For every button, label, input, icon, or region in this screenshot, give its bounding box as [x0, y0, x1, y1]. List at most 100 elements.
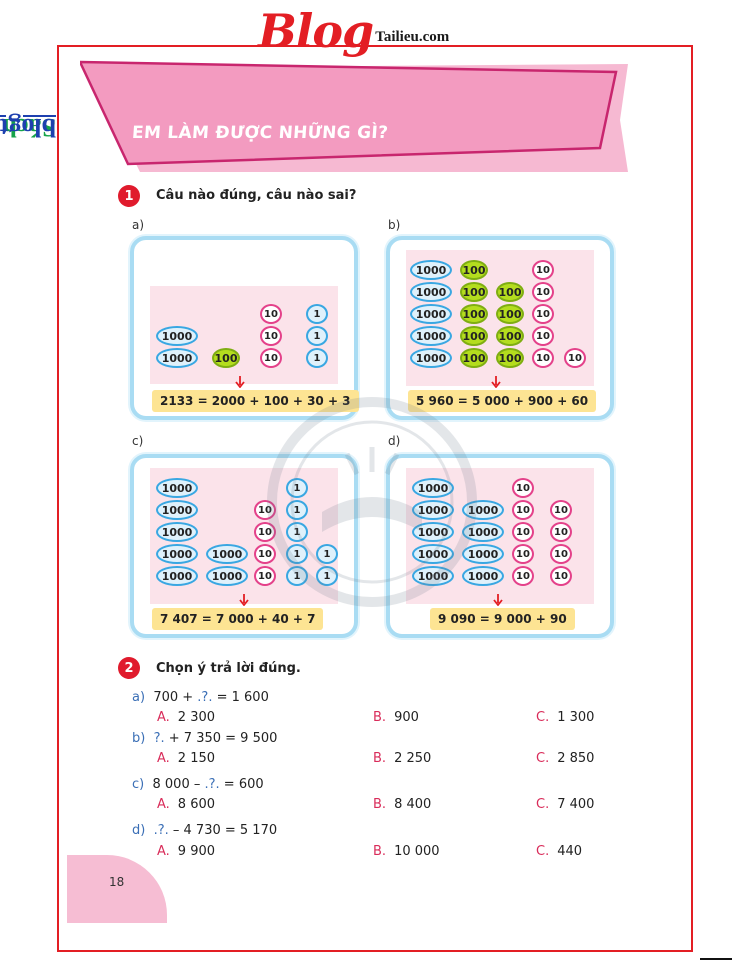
item-pre: 8 000 –	[152, 777, 205, 792]
chip-hundred: 100	[496, 348, 524, 368]
chip-hundred: 100	[496, 282, 524, 302]
chip-thousand: 1000	[462, 544, 504, 564]
panel-c-arrow-icon	[239, 594, 249, 606]
chip-thousand: 1000	[156, 544, 198, 564]
option-2b-C[interactable]: C.2 850	[536, 751, 595, 766]
chip-ten: 10	[260, 326, 282, 346]
chip-one: 1	[316, 566, 338, 586]
chip-hundred: 100	[460, 326, 488, 346]
chip-thousand: 1000	[462, 522, 504, 542]
chip-ten: 10	[550, 522, 572, 542]
chip-thousand: 1000	[156, 522, 198, 542]
page-number: 18	[109, 875, 125, 889]
option-2c-C[interactable]: C.7 400	[536, 797, 595, 812]
chip-thousand: 1000	[462, 500, 504, 520]
title-banner	[80, 60, 628, 172]
chip-one: 1	[286, 500, 308, 520]
item-letter: d)	[132, 823, 146, 838]
chip-ten: 10	[512, 522, 534, 542]
chip-ten: 10	[550, 566, 572, 586]
option-2a-C[interactable]: C.1 300	[536, 710, 595, 725]
option-2d-C[interactable]: C.440	[536, 844, 583, 859]
chip-ten: 10	[512, 500, 534, 520]
chip-thousand: 1000	[156, 566, 198, 586]
chip-one: 1	[286, 544, 308, 564]
question-2-text: Chọn ý trả lời đúng.	[156, 661, 301, 676]
chip-hundred: 100	[460, 282, 488, 302]
chip-ten: 10	[260, 348, 282, 368]
chip-thousand: 1000	[156, 348, 198, 368]
chip-ten: 10	[254, 566, 276, 586]
panel-c-equation: 7 407 = 7 000 + 40 + 7	[152, 608, 324, 630]
item-post: = 600	[219, 777, 264, 792]
question-1-number: 1	[118, 185, 140, 207]
chip-thousand: 1000	[412, 478, 454, 498]
item-letter: c)	[132, 777, 145, 792]
option-2a-A[interactable]: A.2 300	[157, 710, 216, 725]
item-blank: .?.	[153, 823, 169, 838]
item-blank: .?.	[197, 690, 213, 705]
option-2d-A[interactable]: A.9 900	[157, 844, 216, 859]
option-2c-B[interactable]: B.8 400	[373, 797, 432, 812]
item-letter: b)	[132, 731, 146, 746]
chip-thousand: 1000	[412, 566, 454, 586]
chip-ten: 10	[532, 326, 554, 346]
chip-ten: 10	[254, 522, 276, 542]
chip-thousand: 1000	[410, 260, 452, 280]
chip-hundred: 100	[212, 348, 240, 368]
question-2d-prompt: d) .?. – 4 730 = 5 170	[132, 823, 277, 838]
chip-one: 1	[286, 478, 308, 498]
chip-ten: 10	[532, 282, 554, 302]
question-2c-prompt: c) 8 000 – .?. = 600	[132, 777, 264, 792]
chip-one: 1	[306, 304, 328, 324]
corner-rule	[700, 958, 732, 960]
item-post: – 4 730 = 5 170	[168, 823, 278, 838]
chip-ten: 10	[550, 500, 572, 520]
chip-ten: 10	[532, 304, 554, 324]
chip-ten: 10	[564, 348, 586, 368]
option-2a-B[interactable]: B.900	[373, 710, 419, 725]
chip-ten: 10	[550, 544, 572, 564]
chip-ten: 10	[512, 478, 534, 498]
chip-one: 1	[306, 326, 328, 346]
chip-ten: 10	[260, 304, 282, 324]
option-2c-A[interactable]: A.8 600	[157, 797, 216, 812]
side-text-link[interactable]: blogtailieu.com/day-va-hoc	[0, 113, 56, 142]
chip-hundred: 100	[460, 348, 488, 368]
item-post: = 1 600	[212, 690, 269, 705]
item-post: + 7 350 = 9 500	[164, 731, 278, 746]
panel-a-label: a)	[132, 218, 145, 232]
option-2d-B[interactable]: B.10 000	[373, 844, 440, 859]
side-watermark-text: Sách chia sẽ tại blogtailieu.com/day-va-…	[0, 108, 62, 728]
panel-b-arrow-icon	[491, 376, 501, 388]
chip-thousand: 1000	[156, 500, 198, 520]
chip-ten: 10	[254, 544, 276, 564]
item-pre: 700 +	[153, 690, 198, 705]
panel-b-equation: 5 960 = 5 000 + 900 + 60	[408, 390, 597, 412]
chip-ten: 10	[532, 348, 554, 368]
question-2a-prompt: a) 700 + .?. = 1 600	[132, 690, 269, 705]
chip-thousand: 1000	[412, 522, 454, 542]
panel-d-arrow-icon	[493, 594, 503, 606]
chip-thousand: 1000	[410, 304, 452, 324]
chip-one: 1	[286, 522, 308, 542]
chip-thousand: 1000	[156, 478, 198, 498]
chip-thousand: 1000	[410, 282, 452, 302]
chip-ten: 10	[532, 260, 554, 280]
chip-one: 1	[306, 348, 328, 368]
option-2b-A[interactable]: A.2 150	[157, 751, 216, 766]
chip-thousand: 1000	[410, 348, 452, 368]
panel-a-equation: 2133 = 2000 + 100 + 30 + 3	[152, 390, 359, 412]
chip-hundred: 100	[460, 260, 488, 280]
question-2b-prompt: b) ?. + 7 350 = 9 500	[132, 731, 277, 746]
question-1-text: Câu nào đúng, câu nào sai?	[156, 188, 357, 203]
chip-hundred: 100	[496, 326, 524, 346]
banner-front-shape	[80, 60, 618, 166]
question-2-number: 2	[118, 657, 140, 679]
panel-c-label: c)	[132, 434, 144, 448]
option-2b-B[interactable]: B.2 250	[373, 751, 432, 766]
item-blank: ?.	[153, 731, 165, 746]
chip-ten: 10	[512, 544, 534, 564]
